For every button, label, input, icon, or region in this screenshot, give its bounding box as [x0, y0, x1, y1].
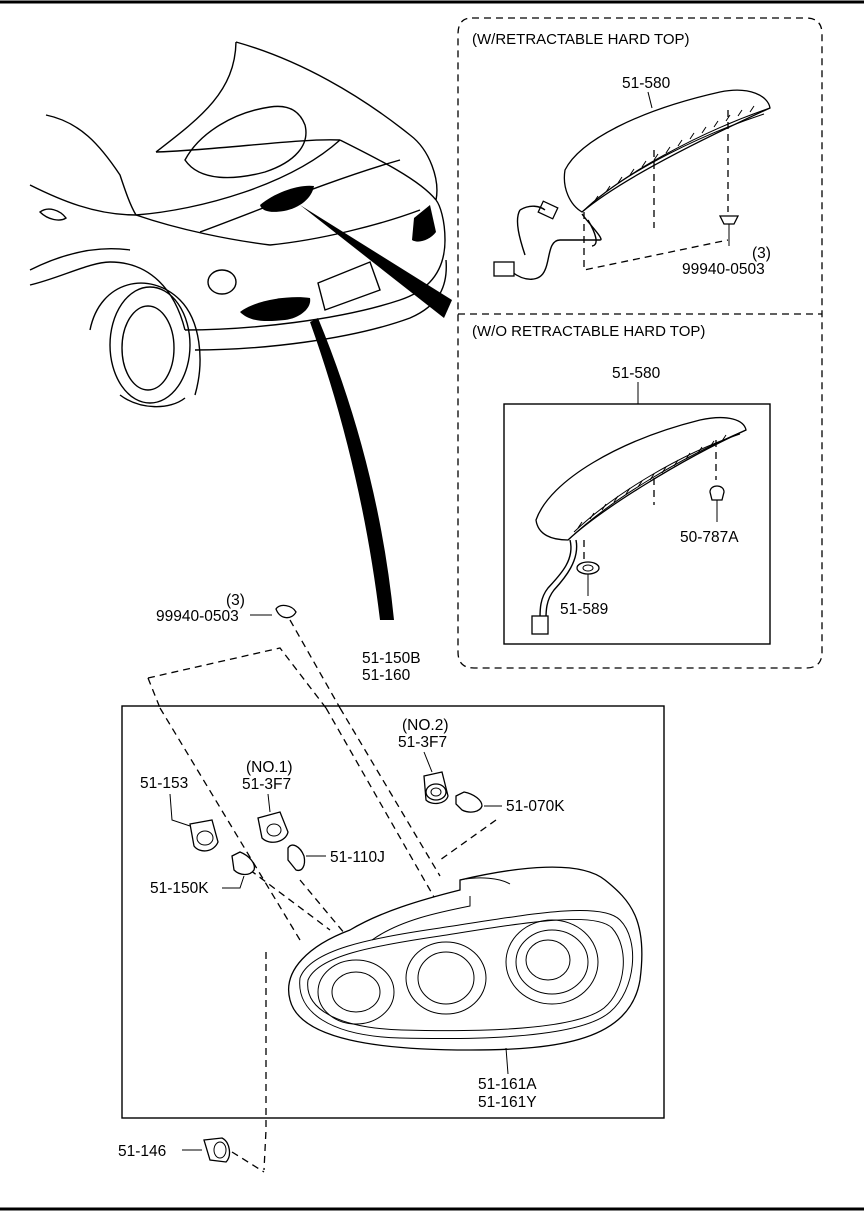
- label-51-110j: 51-110J: [330, 849, 385, 866]
- label-51-070k: 51-070K: [506, 798, 565, 815]
- label-51-3f7-no1: 51-3F7: [242, 776, 291, 793]
- with-hard-top-title: (W/RETRACTABLE HARD TOP): [472, 31, 690, 48]
- screw-main: [275, 604, 297, 619]
- hard-top-options-panel: [457, 17, 823, 669]
- label-51-161a: 51-161A: [478, 1076, 537, 1093]
- label-51-150k: 51-150K: [150, 880, 209, 897]
- callout-wedge-hmsl: [300, 205, 452, 318]
- label-99940-0503-with: 99940-0503: [682, 261, 765, 278]
- label-no2: (NO.2): [402, 717, 449, 734]
- label-51-161y: 51-161Y: [478, 1094, 537, 1111]
- hmsl-with-hard-top: [493, 89, 771, 280]
- label-51-153: 51-153: [140, 775, 188, 792]
- tail-lamp-highlight: [240, 297, 311, 322]
- socket-no1: [257, 811, 289, 843]
- label-51-146: 51-146: [118, 1143, 166, 1160]
- label-51-3f7-no2: 51-3F7: [398, 734, 447, 751]
- socket-51-153: [189, 819, 219, 852]
- hmsl-without-box: [503, 403, 771, 645]
- high-mount-lamp-highlight: [260, 185, 314, 212]
- tail-lamp-unit: [288, 866, 643, 1051]
- without-hard-top-title: (W/O RETRACTABLE HARD TOP): [472, 323, 705, 340]
- main-dashed-leaders-outer: [147, 619, 341, 709]
- hmsl-without-dashed-leaders: [583, 440, 717, 560]
- clip-50-787a: [709, 485, 725, 522]
- screw-with-hard-top: [718, 215, 740, 246]
- hmsl-with-dashed-leaders: [583, 110, 729, 271]
- callout-wedge-tail-lamp: [310, 318, 394, 620]
- label-50-787a: 50-787A: [680, 529, 739, 546]
- clip-51-146: [203, 1137, 231, 1163]
- label-screw-main-qty: (3): [226, 592, 245, 609]
- label-51-580-without: 51-580: [612, 365, 661, 382]
- label-no1: (NO.1): [246, 759, 293, 776]
- label-51-160: 51-160: [362, 667, 411, 684]
- bulb-51-150k: [231, 851, 256, 876]
- label-51-580-with: 51-580: [622, 75, 671, 92]
- label-51-150b: 51-150B: [362, 650, 421, 667]
- bulb-51-110j: [287, 844, 306, 872]
- label-51-589: 51-589: [560, 601, 608, 618]
- socket-no2: [423, 771, 449, 805]
- label-screw-with-qty: (3): [752, 245, 771, 262]
- grommet-51-589: [576, 561, 600, 596]
- hmsl-without-hard-top: [531, 416, 747, 635]
- label-99940-0503-main: 99940-0503: [156, 608, 239, 625]
- bulb-51-070k: [455, 791, 483, 813]
- tail-lamp-assembly-box: [121, 705, 665, 1119]
- car-rear-illustration: [29, 41, 452, 620]
